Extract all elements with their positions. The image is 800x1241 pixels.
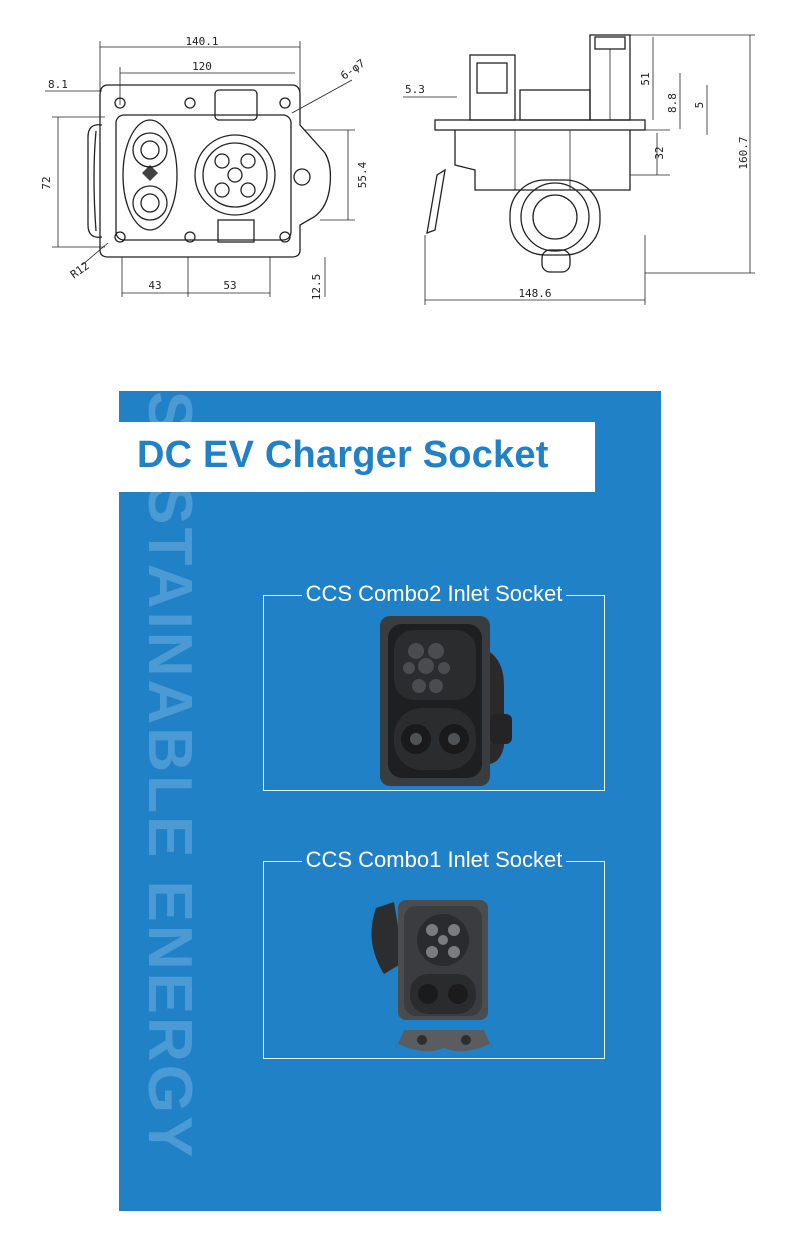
watermark: SUSTAINABLE ENERGY [137,391,204,1160]
product-card-combo1[interactable]: CCS Combo1 Inlet Socket [263,847,605,1059]
dim-corner-radius: R12 [68,259,92,281]
dim-overall-width: 140.1 [185,35,218,48]
dim-top-height: 51 [639,72,652,85]
dim-total-height: 160.7 [737,136,750,169]
front-view-drawing: 140.1 120 8.1 6-φ7 72 55.4 R12 43 53 [40,35,369,301]
watermark-text: SUSTAINABLE ENERGY [137,391,204,1160]
dim-inner-height: 55.4 [356,161,369,188]
page-title: DC EV Charger Socket [137,434,549,476]
dim-holes: 6-φ7 [338,57,367,83]
dim-offset-b: 5 [693,102,706,109]
dim-edge-offset: 8.1 [48,78,68,91]
dim-height: 72 [40,176,53,189]
product-panel: SUSTAINABLE ENERGY DC EV Charger Socket … [119,391,661,1211]
dim-hole-spacing: 120 [192,60,212,73]
dim-offset-a: 8.8 [666,93,679,113]
dim-left-spacing: 43 [148,279,161,292]
dim-right-spacing: 53 [223,279,236,292]
title-bar: DC EV Charger Socket [119,422,595,492]
combo2-socket-image [380,616,512,786]
side-view-drawing: 5.3 160.7 51 8.8 5 32 148.6 [403,34,755,305]
dim-depth: 148.6 [518,287,551,300]
product-label-combo2: CCS Combo2 Inlet Socket [301,581,567,606]
product-card-combo2[interactable]: CCS Combo2 Inlet Socket [263,581,605,791]
dim-bottom-offset: 12.5 [310,274,323,301]
product-label-combo1: CCS Combo1 Inlet Socket [301,847,567,872]
dim-flange: 5.3 [405,83,425,96]
dim-lower-height: 32 [653,146,666,159]
combo1-socket-image [371,900,490,1052]
